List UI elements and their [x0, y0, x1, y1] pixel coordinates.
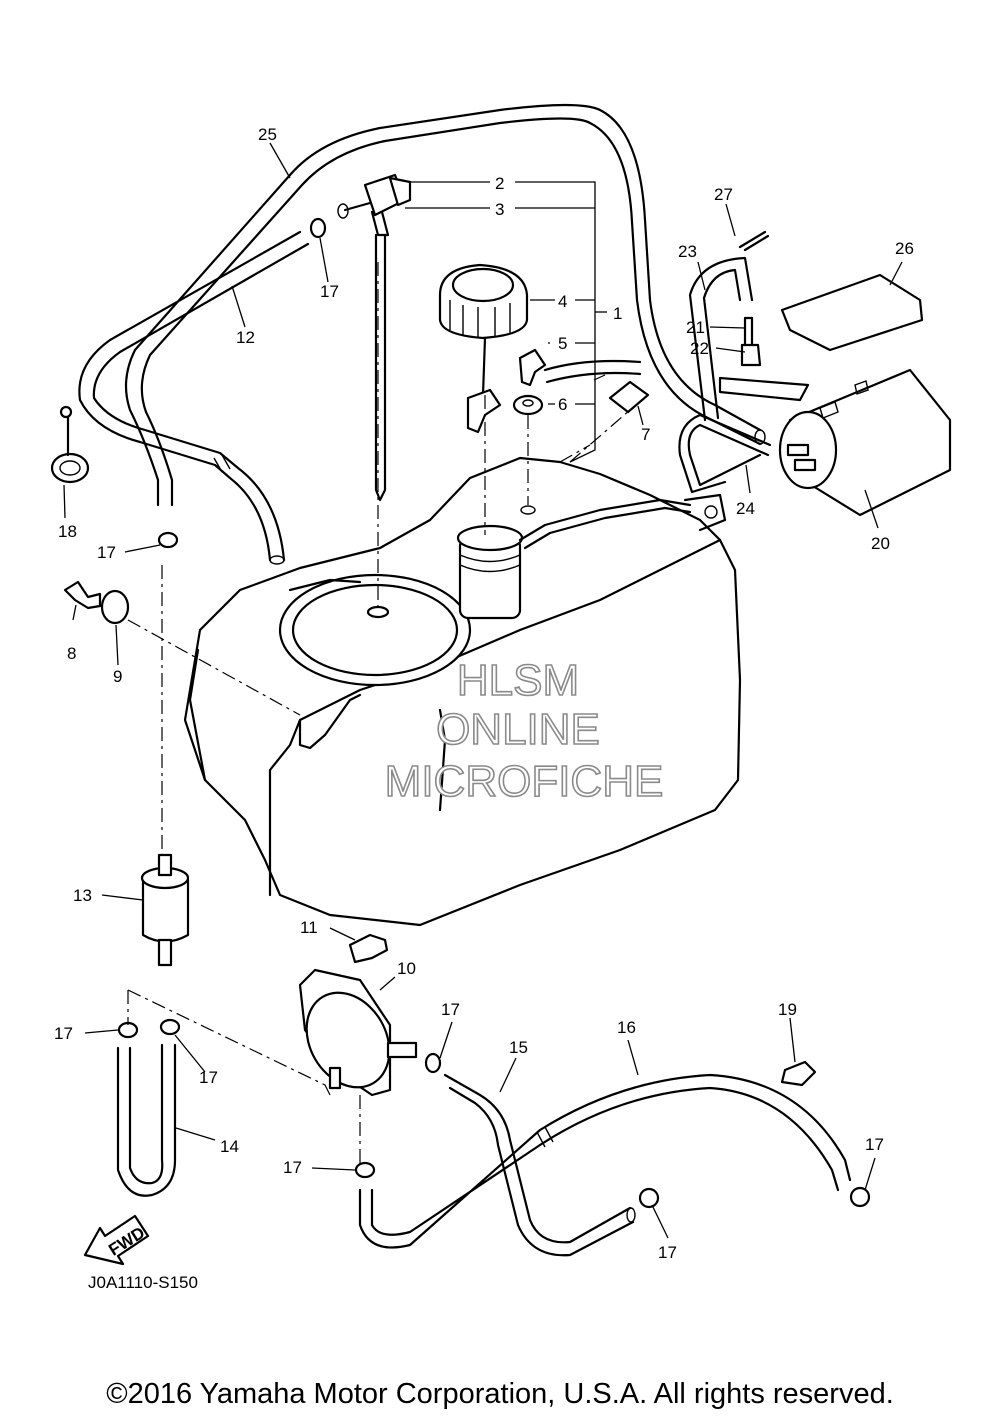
clamp-18 [50, 405, 90, 484]
bracket-26 [780, 273, 924, 352]
canister-20 [778, 368, 952, 517]
callout-24: 24 [736, 499, 755, 518]
hose-clamps-17 [117, 217, 871, 1209]
callout-2: 2 [495, 174, 504, 193]
hose-24 [678, 413, 772, 494]
fuel-cap-4 [438, 263, 529, 434]
valve-21 [740, 316, 762, 367]
copyright-notice: ©2016 Yamaha Motor Corporation, U.S.A. A… [106, 1378, 894, 1410]
callout-8: 8 [67, 644, 76, 663]
hose-5-tail [543, 359, 642, 384]
hose-25 [124, 103, 766, 507]
callout-17: 17 [658, 1243, 677, 1262]
assembly-centerlines [127, 262, 631, 1165]
callout-17: 17 [54, 1024, 73, 1043]
strap-22 [718, 376, 810, 402]
callout-17: 17 [865, 1135, 884, 1154]
callout-7: 7 [641, 425, 650, 444]
callout-9: 9 [113, 667, 122, 686]
fuel-pump-10 [298, 968, 418, 1097]
hose-23 [688, 256, 754, 422]
label-7 [608, 380, 650, 414]
callout-17: 17 [199, 1068, 218, 1087]
callout-5: 5 [558, 334, 567, 353]
callout-20: 20 [871, 534, 890, 553]
callout-11: 11 [300, 918, 318, 937]
callout-21: 21 [686, 318, 705, 337]
fuel-tank [183, 456, 742, 927]
callout-18: 18 [58, 522, 77, 541]
callout-12: 12 [236, 328, 255, 347]
forward-arrow: FWD [83, 1214, 150, 1266]
callout-23: 23 [678, 242, 697, 261]
watermark-line-3: MICROFICHE [385, 757, 664, 806]
callout-15: 15 [509, 1038, 528, 1057]
diagram-code: J0A1110-S150 [88, 1273, 198, 1292]
hose-14 [116, 1043, 177, 1197]
watermark: HLSM ONLINE MICROFICHE [384, 655, 664, 807]
callout-17: 17 [97, 543, 116, 562]
callout-4: 4 [558, 292, 567, 311]
callout-13: 13 [73, 886, 92, 905]
watermark-line-1: HLSM [457, 656, 579, 705]
callout-1: 1 [613, 304, 622, 323]
callout-14: 14 [220, 1137, 239, 1156]
callout-10: 10 [397, 959, 416, 978]
leader-lines [63, 142, 903, 1239]
bolt-8 [63, 580, 102, 610]
collar-9 [100, 589, 130, 625]
screw-27 [738, 230, 770, 252]
fuel-filter-13 [140, 853, 190, 967]
callout-numbers: 1 2 3 4 5 6 7 8 9 10 11 12 13 14 15 16 1… [54, 125, 914, 1262]
callout-3: 3 [495, 200, 504, 219]
callout-17: 17 [441, 1000, 460, 1019]
hose-12 [78, 230, 310, 565]
watermark-line-2: ONLINE [436, 705, 600, 754]
callout-16: 16 [617, 1018, 636, 1037]
hose-16 [358, 1073, 852, 1249]
callout-25: 25 [258, 125, 277, 144]
callout-27: 27 [714, 185, 733, 204]
hose-15 [443, 1073, 635, 1257]
clip-19 [780, 1060, 817, 1087]
bolt-11 [348, 933, 389, 964]
callout-17: 17 [283, 1158, 302, 1177]
fuel-fitting-2-3 [337, 173, 412, 502]
callout-22: 22 [690, 339, 709, 358]
callout-17: 17 [320, 282, 339, 301]
callout-26: 26 [895, 239, 914, 258]
grommet-6 [512, 394, 544, 416]
elbow-fitting-5 [518, 348, 547, 387]
callout-6: 6 [558, 395, 567, 414]
callout-19: 19 [778, 1000, 797, 1019]
